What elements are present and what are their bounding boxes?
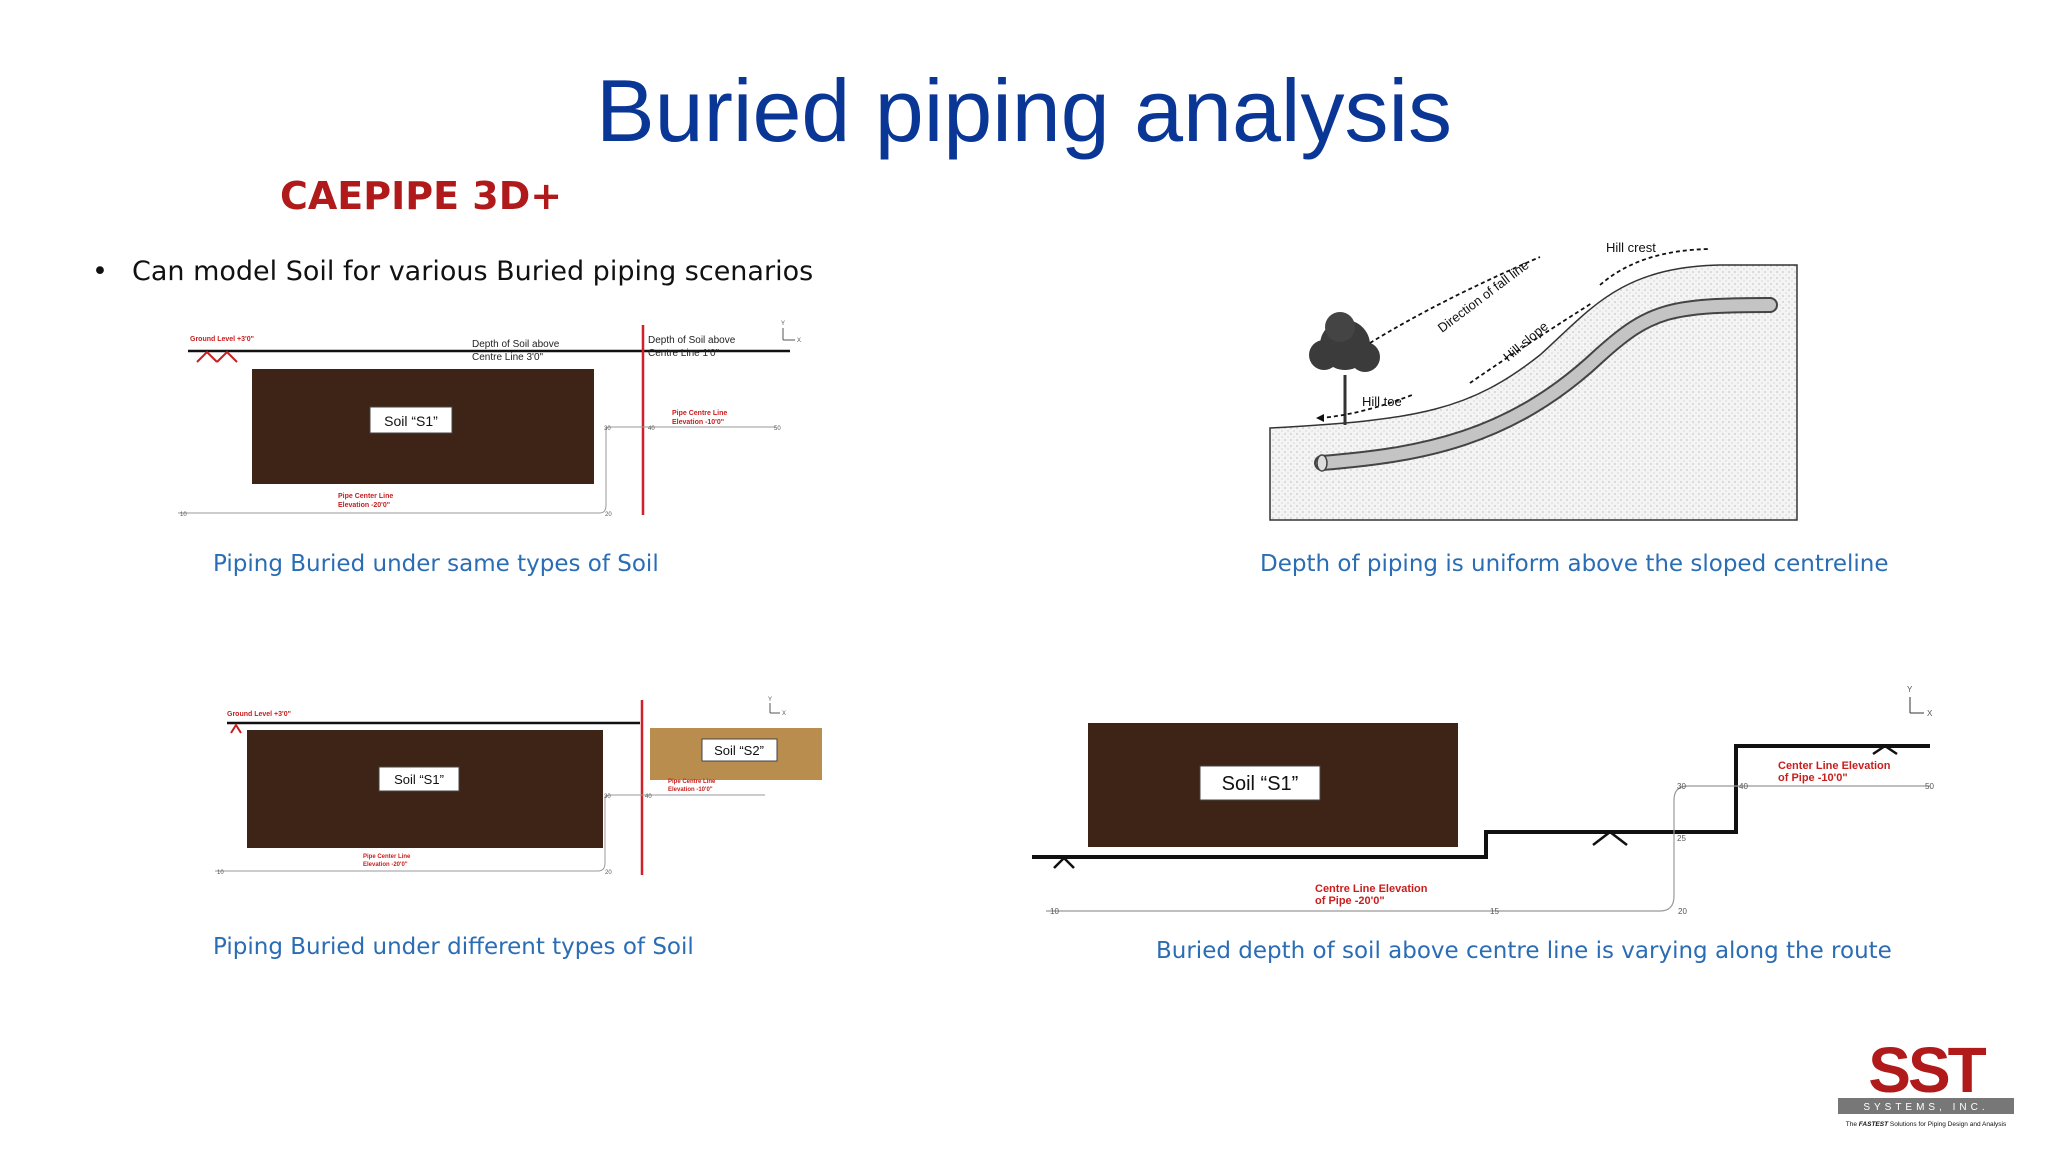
fall-line-label: Direction of fall line (1435, 257, 1532, 335)
figure-varying-depth: Soil “S1” Center Line Elevation of Pipe … (1032, 685, 1934, 916)
company-logo: SST SYSTEMS, INC. The FASTEST Solutions … (1838, 1040, 2014, 1128)
arrow-head-icon (1316, 414, 1324, 422)
pipe-centreline (215, 794, 765, 872)
axis-y-label: Y (781, 321, 785, 327)
node-30-label: 30 (1677, 782, 1686, 791)
node-40-label: 40 (645, 794, 652, 800)
product-name: CAEPIPE 3D+ (280, 174, 563, 218)
ground-symbol-icon (230, 723, 242, 734)
tree-icon (1309, 312, 1380, 425)
caption-same-soil: Piping Buried under same types of Soil (213, 551, 659, 577)
node-20-label: 20 (1678, 907, 1687, 916)
caption-sloped: Depth of piping is uniform above the slo… (1260, 551, 1889, 577)
node-50-label: 50 (1925, 782, 1934, 791)
axis-x-label: X (797, 338, 801, 344)
node-15-label: 15 (1490, 907, 1499, 916)
soil-label: Soil “S1” (1222, 773, 1299, 795)
logo-mark: SST (1868, 1040, 1986, 1106)
pipe-end (1316, 454, 1328, 472)
hill-toe-label: Hill toe (1362, 394, 1402, 409)
elev-left-line1: Pipe Center Line (363, 854, 411, 860)
soil1-label-box (378, 766, 460, 792)
ground-level-label: Ground Level +3'0" (227, 711, 291, 718)
elev-right-line2: Elevation -10'0" (668, 787, 713, 793)
ground-symbol-icon (1592, 830, 1628, 846)
elev-left-line2: of Pipe -20'0" (1315, 895, 1385, 907)
depth-right-line1: Depth of Soil above (648, 335, 736, 346)
elev-left-line1: Centre Line Elevation (1315, 883, 1428, 895)
node-25-label: 25 (1677, 834, 1686, 843)
bullet-dot-icon: • (92, 256, 108, 287)
axis-y-label: Y (768, 697, 772, 703)
hill-toe-arrow (1319, 394, 1413, 419)
node-10-label: 10 (180, 512, 187, 518)
node-20-label: 20 (605, 870, 612, 876)
logo-band (1838, 1098, 2014, 1114)
hill-crest-label: Hill crest (1606, 240, 1656, 255)
elev-right-line2: Elevation -10'0" (672, 419, 724, 426)
soil-label-box (1199, 765, 1321, 801)
node-10-label: 10 (217, 870, 224, 876)
elev-right-line1: Pipe Centre Line (668, 779, 716, 785)
caption-varying: Buried depth of soil above centre line i… (1156, 938, 1892, 964)
soil2-label: Soil “S2” (714, 743, 764, 758)
ground-symbol-icon (1872, 744, 1898, 756)
bullet-item: • Can model Soil for various Buried pipin… (92, 256, 813, 287)
figure-different-soil: Ground Level +3'0" Soil “S1” Soil “S2” P… (215, 697, 822, 876)
pipe-centreline (178, 426, 776, 514)
pipe-fill (1316, 299, 1776, 469)
bullet-text: Can model Soil for various Buried piping… (132, 256, 814, 287)
depth-left-line2: Centre Line 3'0" (472, 352, 544, 363)
elev-left-line2: Elevation -20'0" (363, 862, 408, 868)
axis-x-label: X (782, 711, 786, 717)
soil2-label-box (701, 738, 778, 762)
figure-sloped-hill: Hill toe Hill-slope Direction of fall li… (1269, 240, 1798, 521)
node-10-label: 10 (1050, 907, 1059, 916)
axis-x-label: X (1927, 709, 1933, 718)
node-30-label: 30 (604, 426, 611, 432)
node-40-label: 40 (1739, 782, 1748, 791)
logo-tagline: The FASTEST Solutions for Piping Design … (1846, 1121, 2007, 1128)
depth-left-line1: Depth of Soil above (472, 339, 560, 350)
soil-label-box (369, 406, 453, 434)
pipe-centreline (1046, 785, 1930, 912)
soil-label: Soil “S1” (384, 413, 438, 429)
node-40-label: 40 (648, 426, 655, 432)
node-20-label: 20 (605, 512, 612, 518)
elev-left-line2: Elevation -20'0" (338, 502, 390, 509)
ground-level-label: Ground Level +3'0" (190, 336, 254, 343)
node-50-label: 50 (774, 426, 781, 432)
logo-name: SYSTEMS, INC. (1863, 1102, 1988, 1113)
figure-same-soil: Ground Level +3'0" Soil “S1” Depth of So… (178, 321, 801, 518)
slide-title: Buried piping analysis (595, 61, 1453, 160)
depth-right-line2: Centre Line 1'0" (648, 348, 720, 359)
elev-left-line1: Pipe Center Line (338, 493, 393, 500)
ground-symbol-icon (1053, 856, 1075, 869)
axis-y-label: Y (1907, 685, 1913, 694)
node-30-label: 30 (604, 794, 611, 800)
caption-different-soil: Piping Buried under different types of S… (213, 934, 694, 960)
elev-right-line1: Center Line Elevation (1778, 760, 1891, 772)
elev-right-line1: Pipe Centre Line (672, 410, 727, 417)
elev-right-line2: of Pipe -10'0" (1778, 772, 1848, 784)
ground-symbol-icon (196, 350, 238, 363)
soil1-label: Soil “S1” (394, 772, 444, 787)
